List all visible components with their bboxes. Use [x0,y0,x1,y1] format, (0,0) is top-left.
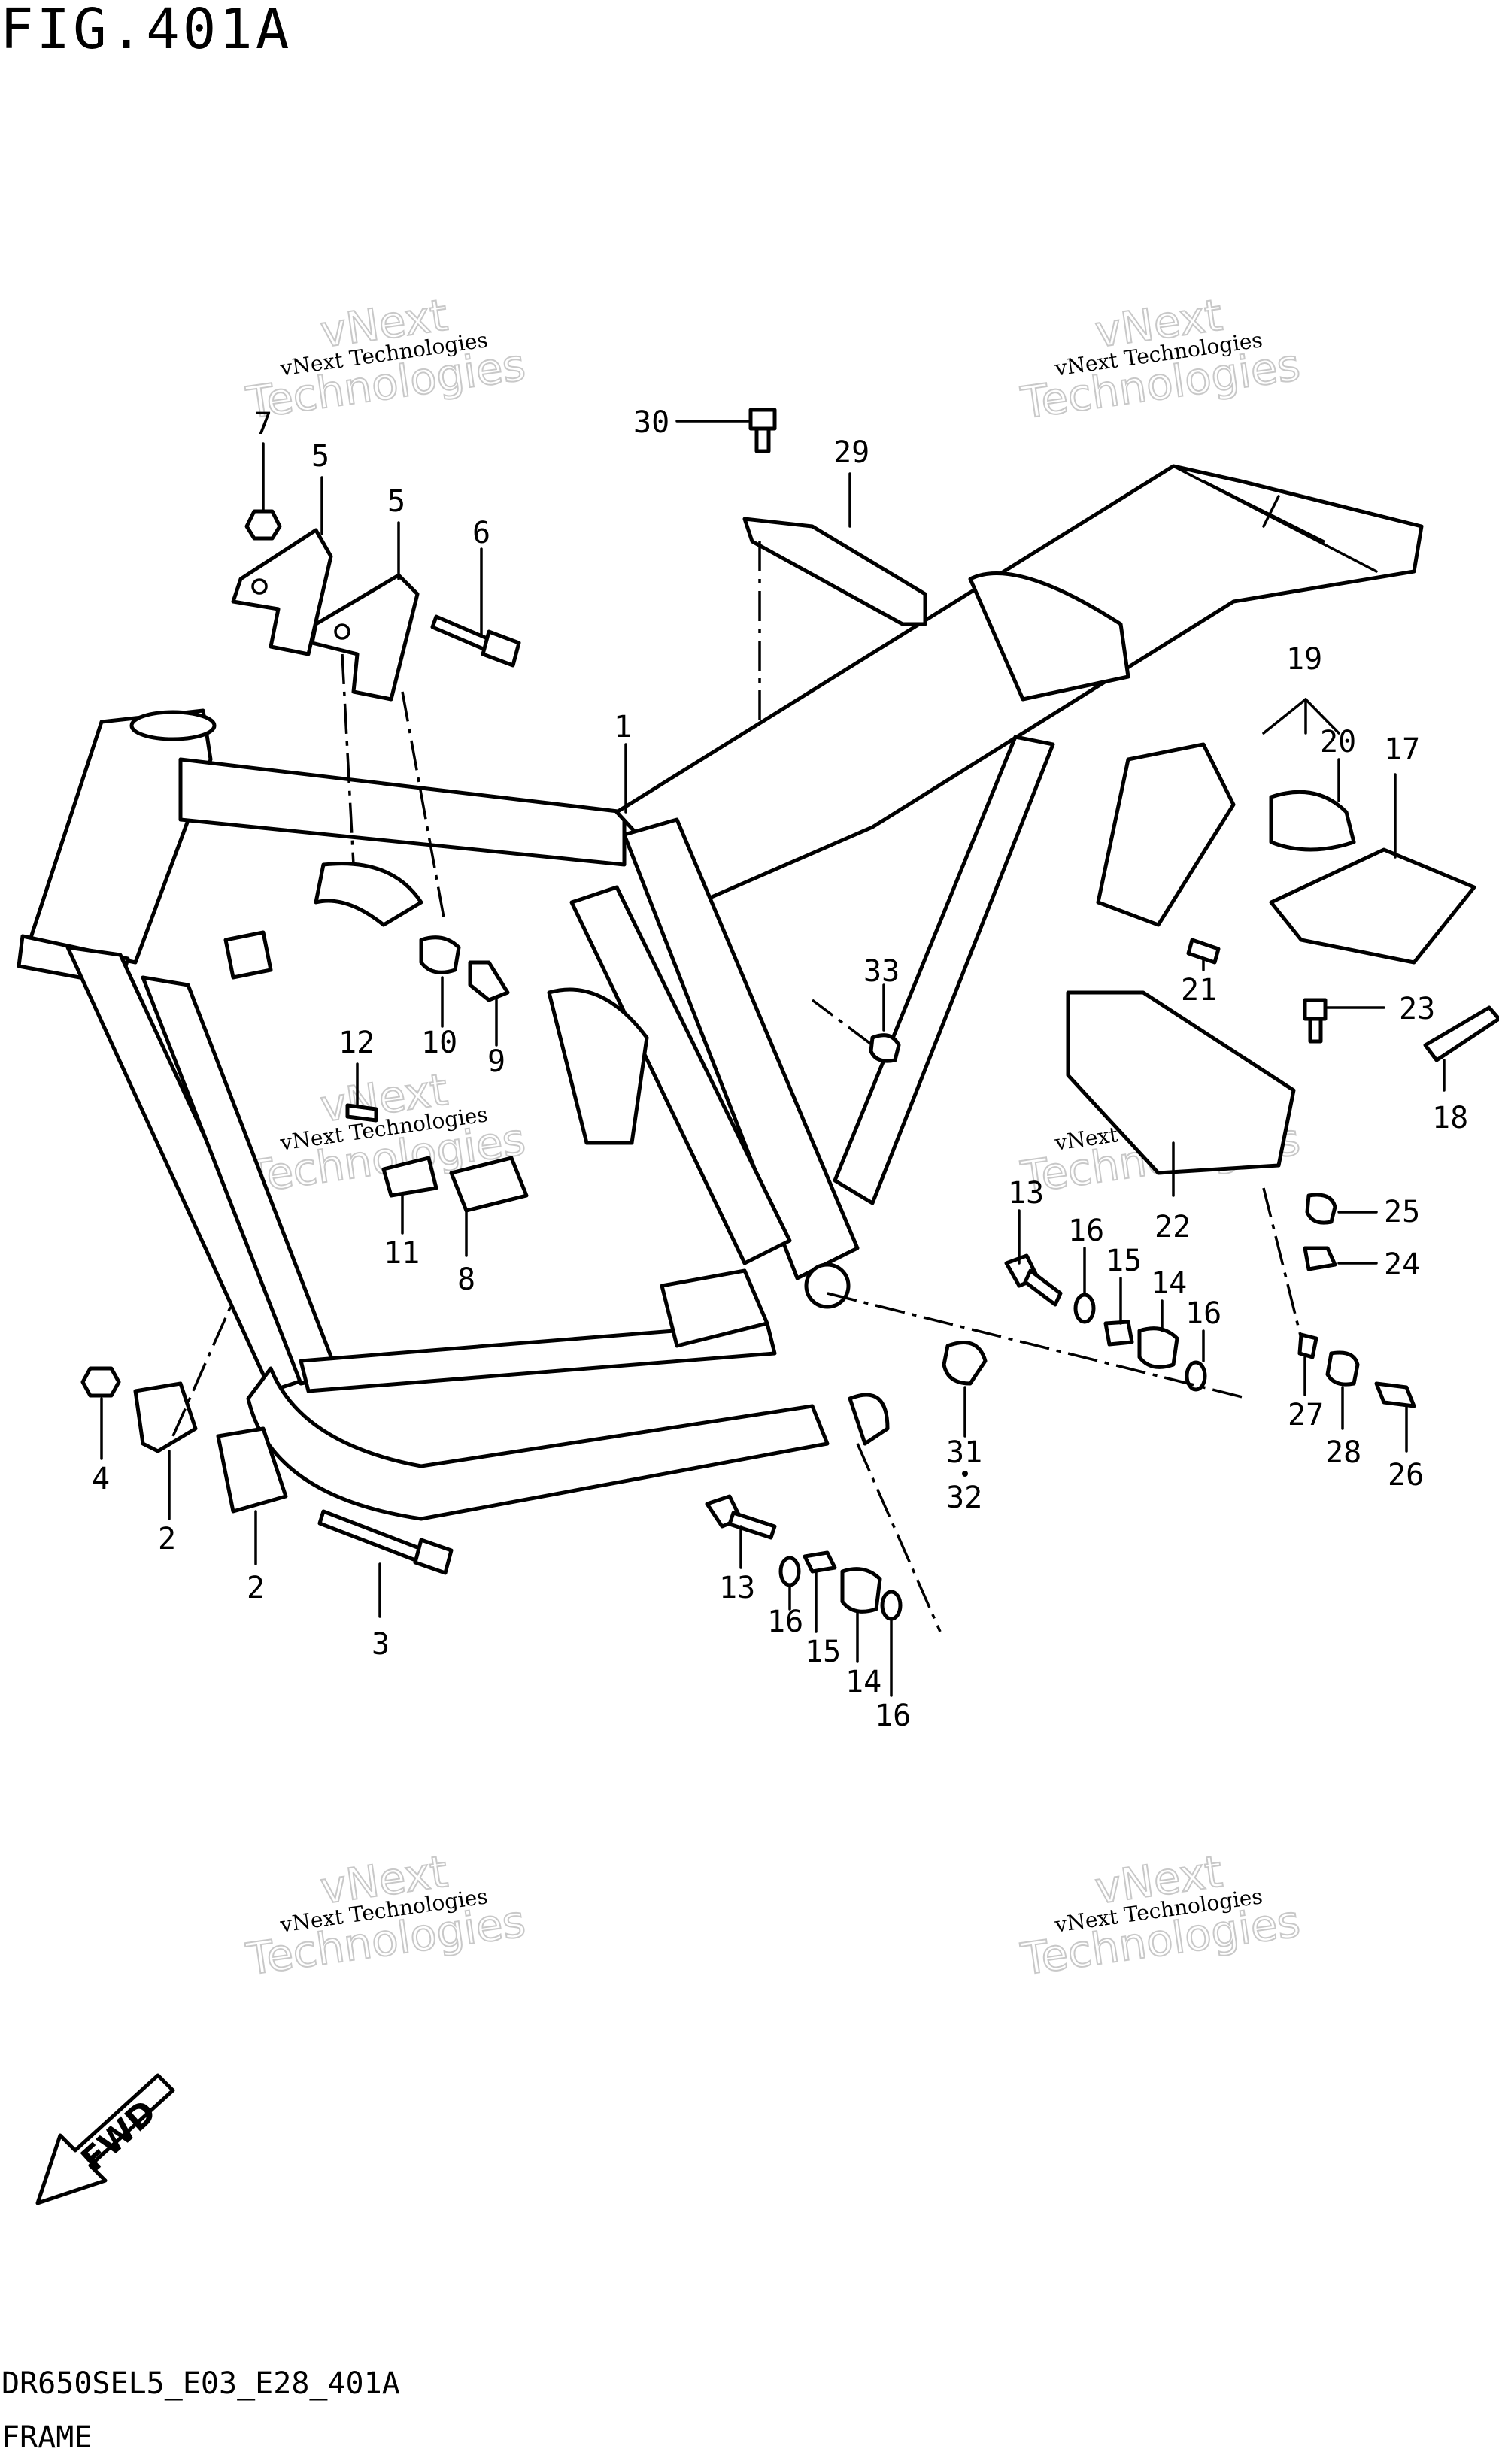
callout-28: 28 [1325,1435,1361,1470]
plate-2-upper [133,1381,198,1453]
callout-23: 23 [1399,992,1435,1026]
battery-holder-22 [1066,990,1296,1175]
engine-mount-bracket-right [310,573,420,702]
callout-12: 12 [338,1026,375,1060]
plug-31 [942,1341,988,1386]
callout-9: 9 [487,1044,505,1079]
callout-13-lower: 13 [719,1571,755,1605]
callout-21: 21 [1181,973,1217,1008]
watermark-5: Technologies vNext vNext Technologies [242,1845,529,1987]
engine-mount-bracket-left [231,528,333,656]
washer-16-c [1073,1293,1096,1324]
bolt-13-lower [705,1494,777,1540]
callout-17: 17 [1384,732,1420,767]
callout-24: 24 [1384,1247,1420,1282]
nut-9 [468,960,510,1002]
cover-19 [1096,742,1236,927]
callout-25: 25 [1384,1195,1420,1229]
callout-19: 19 [1286,642,1322,677]
fwd-arrow: FWD [35,2073,175,2205]
callout-15-lower: 15 [805,1635,841,1669]
main-frame [17,464,1424,1521]
callout-14-upper: 14 [1151,1266,1187,1301]
watermark-1: Technologies vNext vNext Technologies [242,289,529,430]
washer-16-d [1185,1360,1207,1392]
leader-lines [100,420,1446,1697]
nut-4 [80,1366,121,1398]
callout-32: 32 [946,1481,982,1515]
nut-7 [244,509,282,541]
callout-30: 30 [633,405,669,440]
figure-title: FIG.401A [0,0,293,62]
callout-29: 29 [833,435,869,470]
spacer-15-lower [803,1550,837,1574]
callout-labels: 1 2 2 3 4 5 5 6 7 8 9 10 11 12 13 13 14 … [92,405,1468,1733]
callout-15-upper: 15 [1106,1244,1142,1278]
callout-7: 7 [254,407,272,441]
washer-16-b [880,1590,903,1621]
callout-31-32-dot [962,1471,968,1477]
callout-2-lower: 2 [247,1571,265,1605]
callout-5-right: 5 [387,484,405,519]
callout-8: 8 [457,1262,475,1297]
callout-31: 31 [946,1435,982,1470]
washer-16-a [778,1556,801,1587]
alignment-lines [171,541,1303,1632]
callout-1: 1 [614,710,632,744]
callout-26: 26 [1388,1458,1424,1493]
callout-16-upper-a: 16 [1068,1214,1104,1248]
pin-18 [1423,1005,1499,1062]
bolt-30 [748,408,777,453]
plate-2-lower [216,1426,288,1514]
diagram-name: FRAME [2,2420,93,2455]
callout-3: 3 [372,1627,390,1662]
bracket-29 [742,517,927,626]
callout-11: 11 [384,1236,420,1271]
bushing-14-upper [1137,1326,1179,1369]
callout-2-upper: 2 [158,1522,176,1556]
collar-10 [419,935,461,974]
nut-28 [1325,1350,1360,1387]
cover-20 [1269,790,1356,852]
bolt-3 [317,1509,454,1575]
spacer-15-upper [1103,1320,1134,1347]
bolt-21 [1186,938,1221,965]
callout-16-upper-b: 16 [1185,1296,1221,1331]
callout-18: 18 [1432,1101,1468,1135]
callout-6: 6 [472,516,490,550]
bolt-6 [430,614,521,668]
cap-33 [869,1033,901,1063]
callout-16-lower-b: 16 [875,1699,911,1733]
callout-4: 4 [92,1462,110,1496]
clip-27 [1297,1332,1318,1359]
diagram-code: DR650SEL5_E03_E28_401A [2,2366,400,2401]
callout-5-left: 5 [311,439,329,474]
callout-16-lower-a: 16 [767,1605,803,1639]
watermark-6: Technologies vNext vNext Technologies [1017,1845,1303,1987]
callout-33: 33 [863,954,900,989]
cushion-25 [1305,1193,1337,1225]
bolt-23 [1303,998,1328,1044]
clamp-11 [381,1156,438,1198]
screw-12 [345,1103,378,1123]
bolt-13-upper [1004,1253,1063,1307]
watermark-2: Technologies vNext vNext Technologies [1017,289,1303,430]
callout-14-lower: 14 [845,1665,881,1699]
callout-20: 20 [1320,725,1356,759]
callout-10: 10 [421,1026,457,1060]
callout-22: 22 [1155,1210,1191,1244]
callout-27: 27 [1288,1398,1324,1432]
cap-24 [1303,1246,1337,1271]
callout-13-upper: 13 [1008,1176,1044,1211]
clamp-8 [449,1156,529,1213]
bolt-26 [1374,1381,1416,1408]
mud-flap-17 [1269,847,1476,965]
bushing-14-lower [840,1567,882,1614]
